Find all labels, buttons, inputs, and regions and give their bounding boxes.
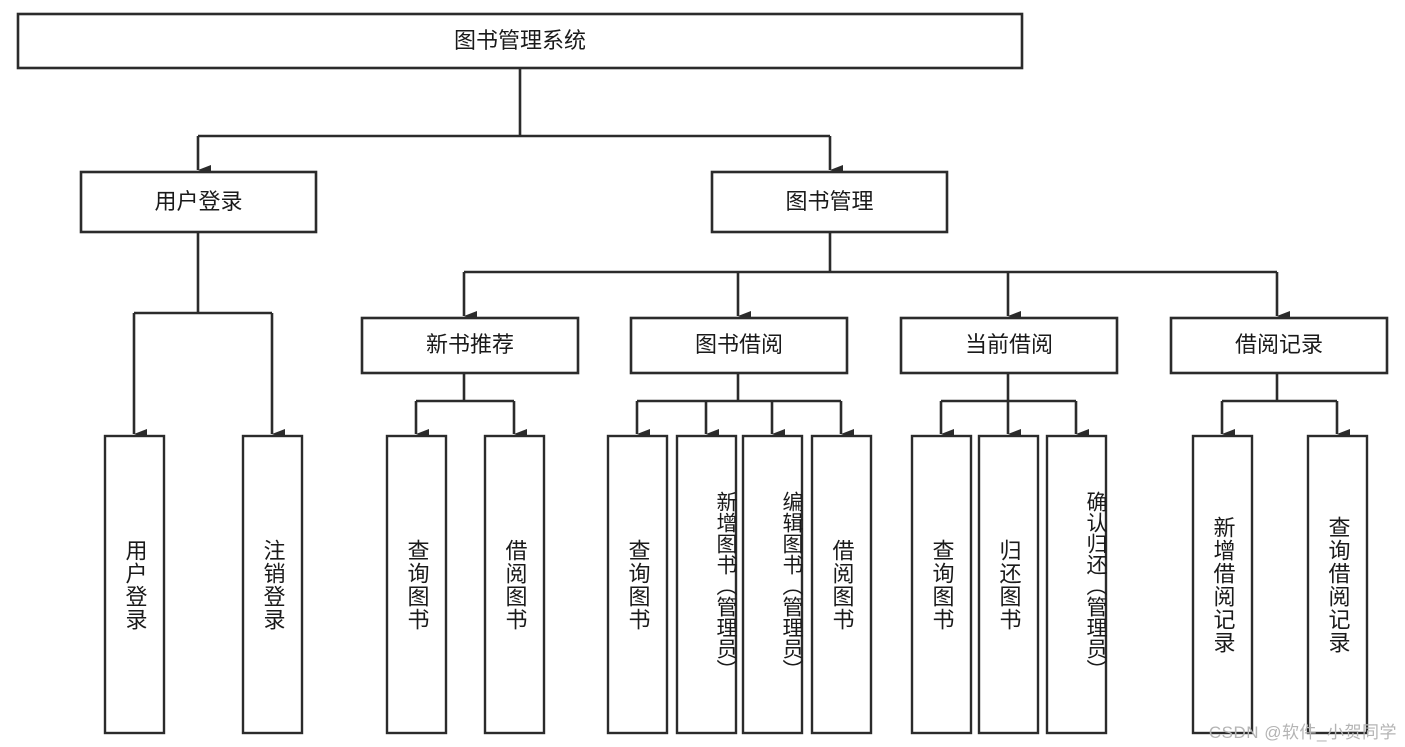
node-current-borrow-label: 当前借阅: [965, 332, 1053, 357]
leaf-box-query-book-3[interactable]: [910, 434, 973, 735]
leaf-box-borrow-book-2[interactable]: [810, 434, 873, 735]
leaf-box-edit-book[interactable]: [741, 434, 804, 735]
node-book-borrow[interactable]: 图书借阅: [629, 316, 849, 375]
leaf-boxes: [103, 434, 1369, 735]
node-book-borrow-label: 图书借阅: [695, 332, 783, 357]
node-user-login-label: 用户登录: [154, 189, 242, 214]
node-borrow-record-label: 借阅记录: [1235, 332, 1323, 357]
connector-group-user-login: [132, 232, 285, 439]
watermark: CSDN @软件_小贺同学: [1208, 723, 1397, 742]
node-root-label: 图书管理系统: [454, 28, 586, 53]
leaf-box-add-record[interactable]: [1191, 434, 1254, 735]
node-book-manage-label: 图书管理: [785, 189, 873, 214]
connector-group-new-book-recommend: [414, 373, 527, 439]
connector-group-current-borrow: [939, 373, 1089, 439]
node-current-borrow[interactable]: 当前借阅: [899, 316, 1119, 375]
leaf-box-query-book-2[interactable]: [606, 434, 669, 735]
leaf-box-query-book-1[interactable]: [385, 434, 448, 735]
connector-group-root: [196, 68, 843, 175]
connector-group-book-manage: [462, 232, 1290, 321]
leaf-box-query-record[interactable]: [1306, 434, 1369, 735]
leaf-box-confirm-return[interactable]: [1045, 434, 1108, 735]
leaf-box-return-book[interactable]: [977, 434, 1040, 735]
leaf-box-user-logout[interactable]: [241, 434, 304, 735]
node-new-book-recommend-label: 新书推荐: [426, 332, 514, 357]
leaf-box-add-book[interactable]: [675, 434, 738, 735]
node-book-manage[interactable]: 图书管理: [710, 170, 949, 234]
leaf-box-user-login[interactable]: [103, 434, 166, 735]
connector-group-book-borrow: [635, 373, 854, 439]
node-root[interactable]: 图书管理系统: [16, 12, 1024, 70]
leaf-box-borrow-book-1[interactable]: [483, 434, 546, 735]
node-user-login[interactable]: 用户登录: [79, 170, 318, 234]
node-new-book-recommend[interactable]: 新书推荐: [360, 316, 580, 375]
node-borrow-record[interactable]: 借阅记录: [1169, 316, 1389, 375]
connector-group-borrow-record: [1220, 373, 1350, 439]
